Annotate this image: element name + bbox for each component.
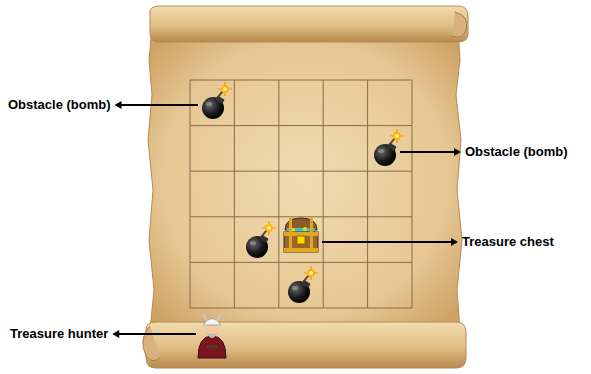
leader-line bbox=[120, 104, 198, 106]
callout-label: Obstacle (bomb) bbox=[465, 144, 568, 160]
leader-line bbox=[117, 333, 196, 335]
callout-label: Obstacle (bomb) bbox=[8, 97, 111, 113]
arrow-head bbox=[454, 148, 461, 156]
arrow-head bbox=[451, 238, 458, 246]
callout-label: Treasure hunter bbox=[10, 326, 108, 342]
callout-label: Treasure chest bbox=[462, 234, 554, 250]
leader-line bbox=[400, 151, 456, 153]
leader-line bbox=[322, 241, 453, 243]
arrow-head bbox=[112, 330, 119, 338]
arrow-head bbox=[115, 101, 122, 109]
